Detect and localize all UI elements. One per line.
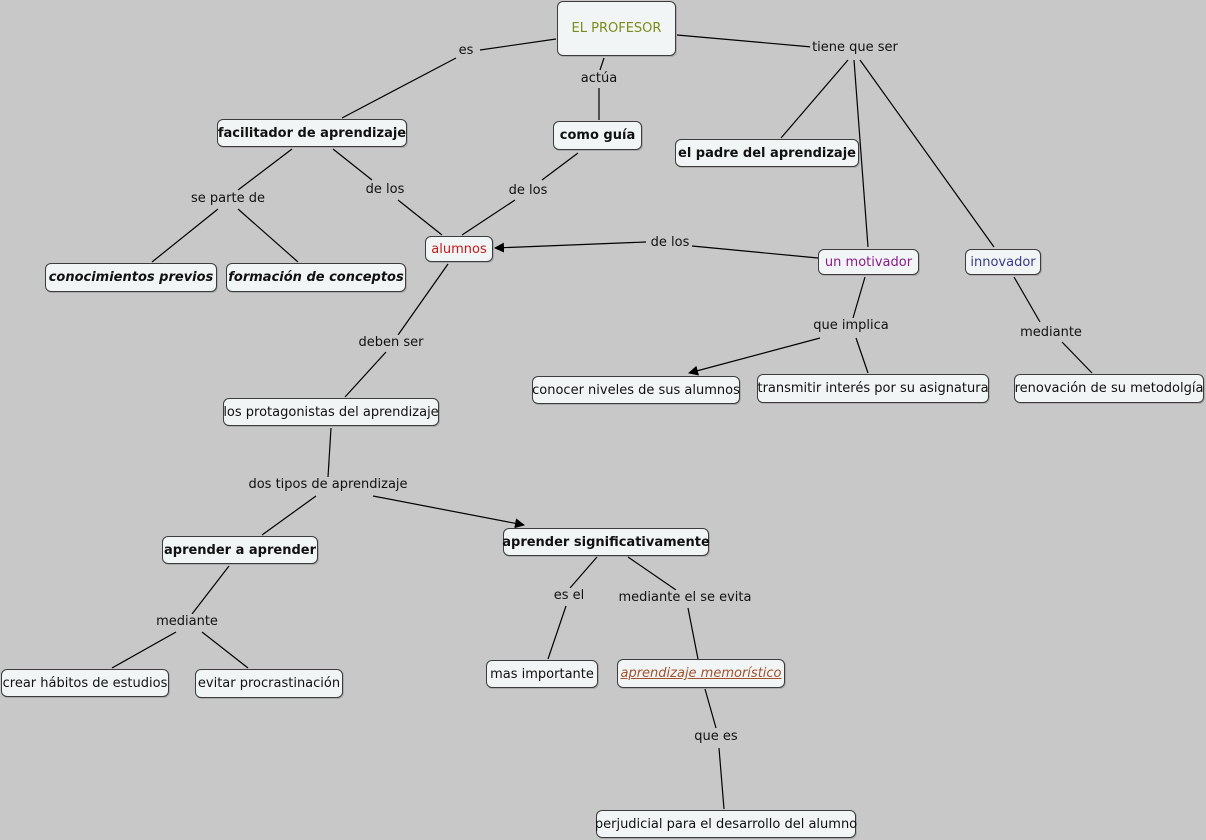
link-line [1013, 276, 1041, 323]
link-label-de-los[interactable]: de los [648, 235, 692, 251]
link-line [1061, 341, 1093, 374]
link-line [718, 747, 725, 810]
link-line [237, 148, 293, 191]
link-line [341, 57, 457, 119]
link-label-que-es[interactable]: que es [692, 729, 740, 745]
link-line [780, 59, 849, 139]
link-line [237, 208, 299, 263]
link-line [372, 495, 525, 529]
link-line [261, 495, 317, 536]
link-line [201, 631, 249, 669]
link-line [332, 148, 373, 181]
link-label-deben-ser[interactable]: deben ser [356, 335, 426, 351]
link-label-es-el[interactable]: es el [551, 588, 587, 604]
concept-profesor[interactable]: EL PROFESOR [557, 1, 676, 56]
concept-transmitir[interactable]: transmitir interés por su asignatura [757, 374, 989, 403]
link-label-mediante-el-se-evita[interactable]: mediante el se evita [616, 590, 754, 606]
concept-facilitador[interactable]: facilitador de aprendizaje [217, 119, 407, 147]
link-label-se-parte-de[interactable]: se parte de [189, 191, 267, 207]
concept-alumnos[interactable]: alumnos [425, 236, 493, 262]
link-label-mediante[interactable]: mediante [154, 614, 220, 630]
link-label-de-los[interactable]: de los [363, 182, 407, 198]
concept-protagonistas[interactable]: los protagonistas del aprendizaje [223, 398, 439, 426]
link-line [327, 427, 332, 478]
concept-motivador[interactable]: un motivador [818, 249, 919, 275]
link-line [687, 607, 699, 660]
link-line [479, 38, 557, 51]
concept-innovador[interactable]: innovador [965, 249, 1041, 275]
link-label-que-implica[interactable]: que implica [811, 318, 891, 334]
link-line [853, 59, 869, 248]
link-label-actua[interactable]: actúa [578, 71, 620, 87]
concept-conocimientos[interactable]: conocimientos previos [45, 263, 217, 292]
link-line [704, 688, 717, 729]
link-line [191, 565, 230, 615]
link-line [547, 605, 567, 660]
link-line [397, 263, 449, 336]
link-line [461, 199, 516, 236]
concept-aprender-aprender[interactable]: aprender a aprender [162, 536, 318, 564]
link-line [569, 556, 598, 589]
link-line [859, 59, 995, 248]
link-line [627, 556, 677, 591]
concept-evitar-procrastinacion[interactable]: evitar procrastinación [195, 669, 343, 698]
link-label-de-los[interactable]: de los [506, 183, 550, 199]
link-line [494, 241, 647, 253]
link-label-dos-tipos[interactable]: dos tipos de aprendizaje [246, 477, 410, 493]
link-line [111, 631, 177, 669]
concept-como-guia[interactable]: como guía [553, 121, 642, 150]
concept-mas-importante[interactable]: mas importante [486, 660, 598, 688]
concept-crear-habitos[interactable]: crear hábitos de estudios [1, 669, 169, 697]
link-label-es[interactable]: es [456, 43, 476, 59]
concept-perjudicial[interactable]: perjudicial para el desarrollo del alumn… [595, 810, 857, 838]
link-line [344, 351, 387, 398]
concept-renovacion[interactable]: renovación de su metodolgía [1014, 374, 1204, 403]
link-line [397, 199, 443, 236]
link-line [599, 57, 605, 71]
link-line [852, 276, 866, 319]
link-label-tiene-que-ser[interactable]: tiene que ser [810, 40, 900, 56]
concept-padre[interactable]: el padre del aprendizaje [675, 139, 859, 167]
concept-aprendizaje-memoristico[interactable]: aprendizaje memorístico [617, 659, 785, 688]
link-line [151, 208, 219, 263]
link-line [691, 245, 819, 259]
link-label-mediante[interactable]: mediante [1018, 325, 1084, 341]
concept-conocer-niveles[interactable]: conocer niveles de sus alumnos [532, 376, 740, 404]
link-line [688, 337, 821, 376]
link-line [676, 34, 813, 48]
concept-formacion[interactable]: formación de conceptos [226, 263, 406, 292]
link-line [541, 152, 579, 181]
link-line [855, 337, 869, 374]
concept-aprender-significativamente[interactable]: aprender significativamente [502, 528, 710, 556]
